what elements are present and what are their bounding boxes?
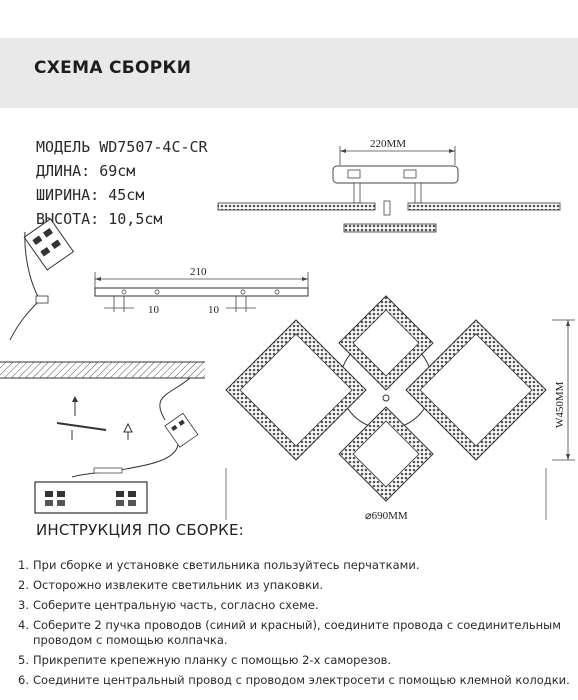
screw-right-label: 10: [208, 304, 220, 316]
step-number: 6.: [18, 673, 29, 687]
list-item: 4. Соберите 2 пучка проводов (синий и кр…: [18, 618, 574, 648]
wiring-illustration: [0, 218, 205, 514]
header-band: [0, 0, 578, 108]
square-bottom: [338, 406, 434, 502]
step-text: Прикрепите крепежную планку с помощью 2-…: [33, 653, 392, 667]
width-dimension-label: ⌀690MM: [365, 510, 408, 520]
spec-length: ДЛИНА: 69см: [36, 162, 136, 180]
step-number: 4.: [18, 618, 29, 632]
height-dimension-label: W450MM: [554, 381, 566, 428]
chandelier-top-view: W450MM ⌀690MM: [225, 295, 575, 520]
square-left: [225, 319, 367, 461]
list-item: 2. Осторожно извлеките светильник из упа…: [18, 578, 574, 593]
top-dimension-label: 220MM: [370, 138, 406, 150]
list-item: 6. Соедините центральный провод с провод…: [18, 673, 574, 688]
list-item: 1. При сборке и установке светильника по…: [18, 558, 574, 573]
model-specs: МОДЕЛЬ WD7507-4C-CR ДЛИНА: 69см ШИРИНА: …: [36, 135, 208, 231]
mount-bracket: 210 10 10: [94, 266, 309, 316]
instructions-list: 1. При сборке и установке светильника по…: [18, 558, 574, 693]
square-right: [405, 319, 547, 461]
step-text: Соедините центральный провод с проводом …: [33, 673, 570, 687]
spec-model: МОДЕЛЬ WD7507-4C-CR: [36, 138, 208, 156]
list-item: 3. Соберите центральную часть, согласно …: [18, 598, 574, 613]
instructions-title: ИНСТРУКЦИЯ ПО СБОРКЕ:: [36, 521, 244, 539]
step-text: Соберите центральную часть, согласно схе…: [33, 598, 319, 612]
side-view: 220MM: [217, 138, 561, 233]
assembly-drawing: 220MM 210 10 10: [0, 138, 575, 520]
screw-left-label: 10: [148, 304, 160, 316]
list-item: 5. Прикрепите крепежную планку с помощью…: [18, 653, 574, 668]
spec-width: ШИРИНА: 45см: [36, 186, 145, 204]
square-top: [338, 295, 434, 391]
step-number: 1.: [18, 558, 29, 572]
page-title: СХЕМА СБОРКИ: [34, 58, 192, 78]
step-number: 3.: [18, 598, 29, 612]
plate-dimension-label: 210: [190, 266, 207, 278]
step-number: 5.: [18, 653, 29, 667]
step-number: 2.: [18, 578, 29, 592]
step-text: При сборке и установке светильника польз…: [33, 558, 420, 572]
step-text: Осторожно извлеките светильник из упаков…: [33, 578, 324, 592]
spec-height: ВЫСОТА: 10,5см: [36, 210, 163, 228]
step-text: Соберите 2 пучка проводов (синий и красн…: [33, 618, 561, 647]
